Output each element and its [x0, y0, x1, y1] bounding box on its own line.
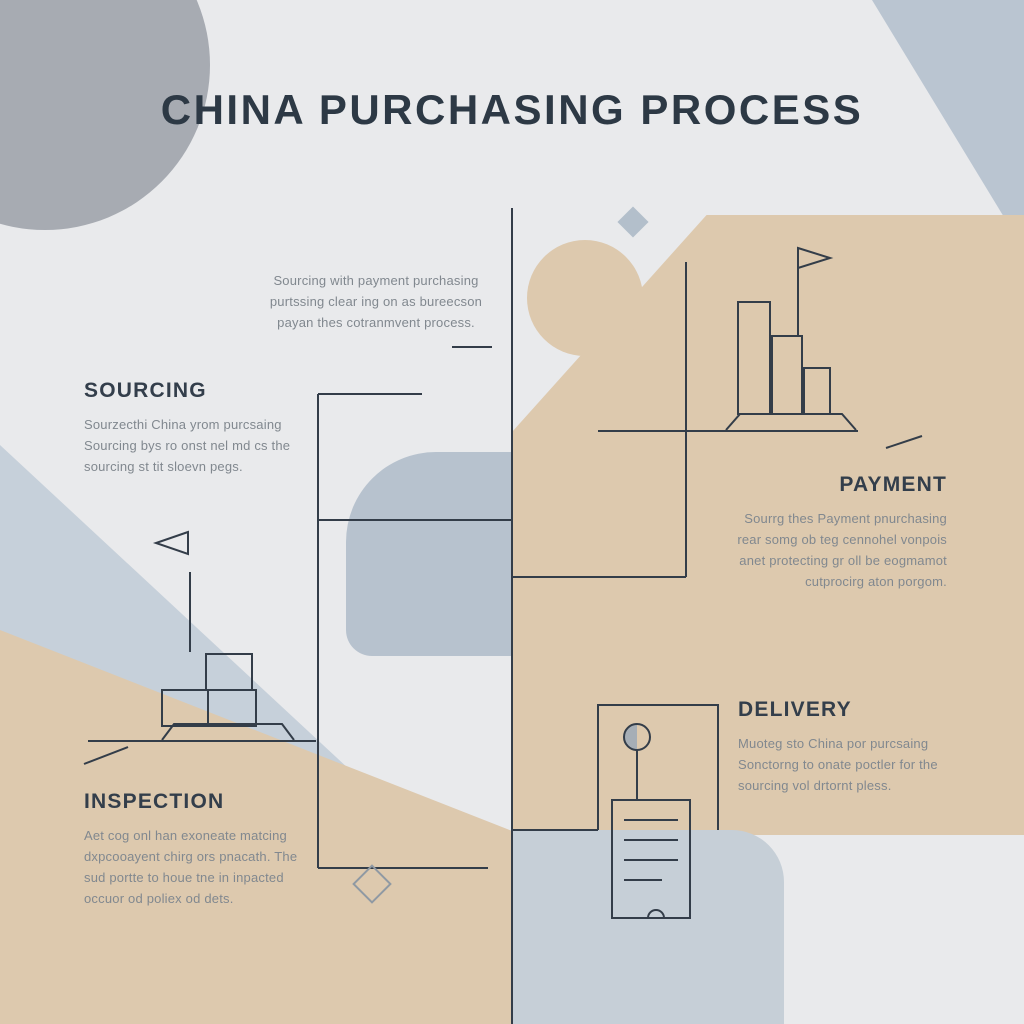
delivery-line-1: Muoteg sto China por purcsaing — [738, 736, 929, 751]
sourcing-line-3: sourcing st tit sloevn pegs. — [84, 459, 243, 474]
sourcing-section: SOURCING Sourzecthi China yrom purcsaing… — [84, 380, 334, 477]
payment-line-4: cutprocirg aton porgom. — [805, 574, 947, 589]
intro-line-1: Sourcing with payment purchasing — [273, 273, 479, 288]
payment-line-3: anet protecting gr oll be eogmamot — [739, 553, 947, 568]
delivery-line-2: Sonctorng to onate poctler for the — [738, 757, 938, 772]
inspection-line-4: occuor od poliex od dets. — [84, 891, 234, 906]
payment-line-2: rear somg ob teg cennohel vonpois — [737, 532, 947, 547]
delivery-section: DELIVERY Muoteg sto China por purcsaing … — [738, 699, 956, 796]
sourcing-heading: SOURCING — [84, 379, 207, 402]
payment-heading: PAYMENT — [839, 473, 947, 496]
delivery-line-3: sourcing vol drtornt pless. — [738, 778, 892, 793]
sourcing-line-2: Sourcing bys ro onst nel md cs the — [84, 438, 291, 453]
intro-line-2: purtssing clear ing on as bureecson — [269, 294, 483, 309]
inspection-line-1: Aet cog onl han exoneate matcing — [84, 828, 287, 843]
inspection-section: INSPECTION Aet cog onl han exoneate matc… — [84, 791, 339, 909]
inspection-line-3: sud portte to houe tne in inpacted — [84, 870, 284, 885]
sourcing-line-1: Sourzecthi China yrom purcsaing — [84, 417, 282, 432]
bg-beige-round-bump-shape — [527, 240, 643, 356]
inspection-heading: INSPECTION — [84, 790, 225, 813]
payment-section: PAYMENT Sourrg thes Payment pnurchasing … — [697, 474, 947, 592]
intro-line-3: payan thes cotranmvent process. — [277, 315, 475, 330]
delivery-heading: DELIVERY — [738, 698, 852, 721]
intro-text-block: Sourcing with payment purchasing purtssi… — [252, 270, 500, 333]
diamond-accent-filled — [617, 206, 649, 238]
payment-line-1: Sourrg thes Payment pnurchasing — [744, 511, 947, 526]
inspection-line-2: dxpcooayent chirg ors pnacath. The — [84, 849, 298, 864]
page-title: CHINA PURCHASING PROCESS — [160, 86, 864, 133]
bg-rounded-rect-bottom-shape — [512, 830, 784, 1024]
bg-capsule-shape — [346, 452, 512, 656]
